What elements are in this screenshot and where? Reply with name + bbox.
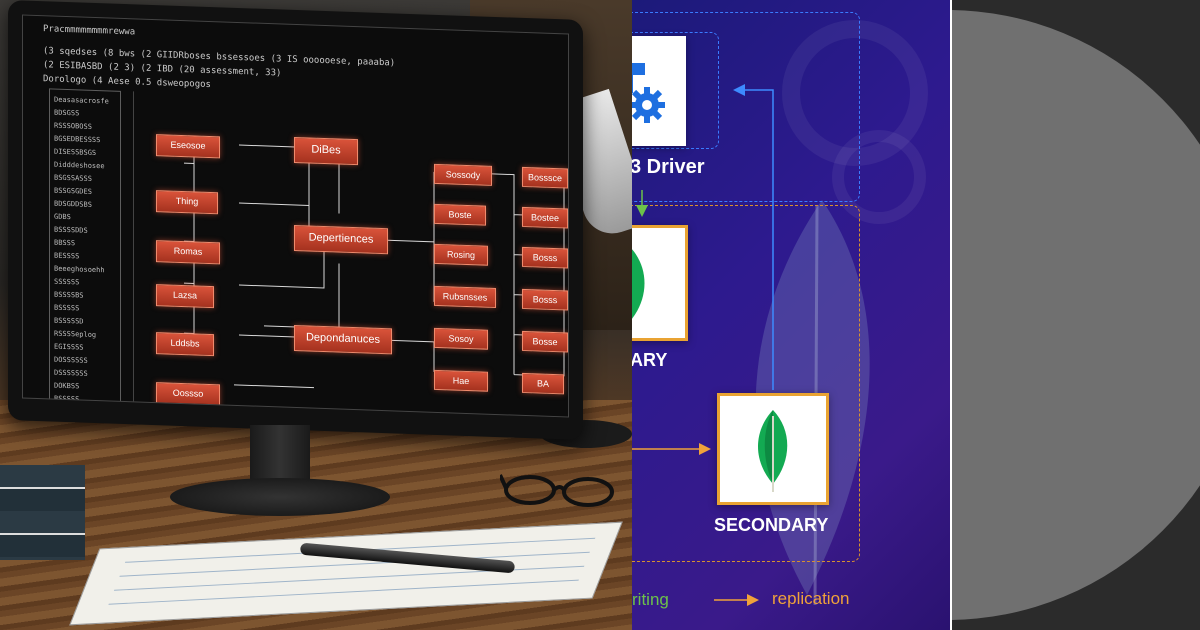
primary-card: [632, 225, 688, 341]
driver-group-box: [632, 12, 860, 202]
sidebar-list-item: BBSSS: [54, 238, 76, 248]
sidebar-list-item: BSGSSASSS: [54, 173, 92, 183]
diagram-node: BA: [522, 372, 564, 395]
sidebar-list-item: Didddeshosee: [54, 160, 105, 171]
secondary-label: SECONDARY: [714, 515, 829, 535]
sidebar-list-item: DOKBSS: [54, 381, 80, 391]
sidebar-list-item: BDSGSS: [54, 108, 80, 118]
driver-label: 3 Driver: [632, 156, 705, 178]
sidebar-list-item: RSSSSeplog: [54, 329, 97, 340]
sidebar-list-item: BESSSS: [54, 251, 80, 261]
diagram-node: Boste: [434, 203, 486, 226]
legend-replication: replication: [772, 589, 850, 608]
terminal-line: Dorologo (4 Aese 0.5 dsweopogos: [43, 74, 211, 91]
sidebar-list-item: BSSSSS: [54, 303, 80, 313]
replication-diagram-panel: 3 Driver ARY SECONDARY riting replicatio…: [632, 0, 950, 630]
secondary-card: [717, 393, 829, 505]
glasses-icon: [500, 474, 614, 507]
gear-icon: [632, 63, 665, 123]
book-stack: [0, 465, 85, 560]
mongodb-leaf-icon: [632, 249, 645, 319]
sidebar-list-item: Beeeghosoehh: [54, 264, 105, 275]
monitor: Pracmmmmmmmmrewwa (3 sqedses (8 bws (2 G…: [8, 0, 583, 441]
diagram-node: Eseosoe: [156, 134, 220, 159]
sidebar-list-item: SSSSSS: [54, 277, 80, 287]
sidebar-list-item: BSSSSSD: [54, 316, 84, 326]
sidebar-list-item: RDSSBDSSS: [54, 407, 92, 417]
diagram-node: Sossody: [434, 163, 492, 186]
diagram-arrows: [632, 84, 774, 606]
diagram-node: Bosss: [522, 246, 568, 269]
primary-label: ARY: [632, 350, 668, 370]
sidebar-list-item: BDSGDDSBS: [54, 199, 92, 209]
diagram-node: Rosing: [434, 243, 488, 266]
sidebar-list-item: GDBS: [54, 212, 71, 222]
monitor-base: [170, 478, 390, 516]
mongodb-leaf-icon: [757, 410, 788, 492]
diagram-node: Depondanuces: [294, 324, 392, 355]
sidebar-list-item: DSSSSSSS: [54, 368, 88, 378]
sidebar-list-item: BSSSSBS: [54, 290, 84, 300]
sidebar-list-item: BSSGSGDES: [54, 186, 92, 196]
diagram-node: Bosss: [522, 288, 568, 311]
driver-card: [632, 36, 686, 146]
legend-writing: riting: [632, 590, 669, 609]
monitor-screen: Pracmmmmmmmmrewwa (3 sqedses (8 bws (2 G…: [22, 14, 569, 418]
sidebar-list-item: EGISSSS: [54, 342, 84, 352]
diagram-node: Bosse: [522, 330, 568, 353]
diagram-node: Romas: [156, 240, 220, 265]
sidebar-list-item: BGSEDBESSSS: [54, 134, 101, 145]
diagram-node: Rubsnsses: [434, 285, 496, 309]
replica-set-box: [632, 205, 860, 562]
diagram-node: Bostee: [522, 206, 568, 229]
terminal-line: Pracmmmmmmmmrewwa: [43, 24, 136, 38]
diagram-node: Bosssce: [522, 166, 568, 189]
diagram-node: Depertiences: [294, 224, 388, 255]
circle-panel: [950, 0, 1200, 630]
sidebar-list-item: RSSSOBOSS: [54, 121, 92, 131]
monitor-stand: [250, 425, 310, 485]
desk-photo-panel: Pracmmmmmmmmrewwa (3 sqedses (8 bws (2 G…: [0, 0, 632, 630]
diagram-node: Oossso: [156, 382, 220, 407]
sidebar-list-item: BSSSSS: [54, 394, 80, 404]
diagram-node: Lazsa: [156, 284, 214, 309]
sidebar-list-item: Deasasacrosfe: [54, 95, 109, 106]
diagram-node: DiBes: [294, 136, 358, 166]
diagram-node: Hae: [434, 369, 488, 392]
diagram-node: Thing: [156, 190, 218, 215]
sidebar-list-item: BSSSSDDS: [54, 225, 88, 235]
diagram-node: Lddsbs: [156, 332, 214, 357]
sidebar-list-item: DOSSSSSS: [54, 355, 88, 365]
grey-circle: [952, 10, 1200, 620]
diagram-node: Sosoy: [434, 327, 488, 350]
sidebar-list-item: DISESSBSGS: [54, 147, 97, 158]
app-box: [632, 32, 719, 149]
